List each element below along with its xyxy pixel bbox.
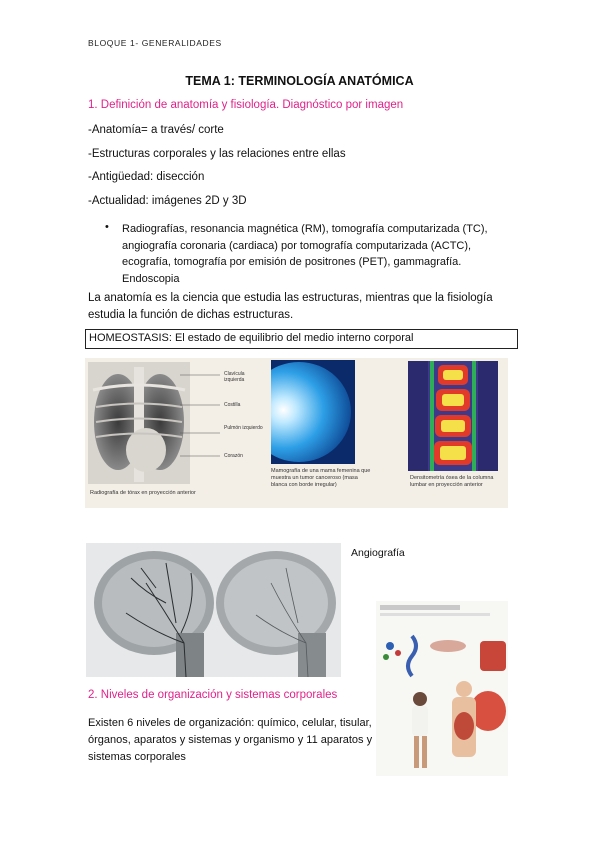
xray-caption: Radiografía de tórax en proyección anter…: [90, 490, 196, 496]
xray-label-lung: Pulmón izquierdo: [224, 425, 263, 431]
text-line-anatomy: -Anatomía= a través/ corte: [88, 124, 224, 136]
densitometry-caption: Densitometría ósea de la columna lumbar …: [410, 475, 494, 488]
angiography-label: Angiografía: [351, 547, 405, 559]
paragraph-organization-levels: Existen 6 niveles de organización: quími…: [88, 717, 373, 763]
bullet-imaging-techniques: Radiografías, resonancia magnética (RM),…: [122, 223, 488, 285]
homeostasis-box: HOMEOSTASIS: El estado de equilibrio del…: [85, 329, 518, 349]
bullet-dot: •: [105, 221, 109, 233]
xray-label-clavicle: Clavícula izquierda: [224, 371, 245, 383]
organization-levels-figure: [376, 601, 508, 776]
page-header: BLOQUE 1- GENERALIDADES: [88, 38, 222, 48]
section-heading-1: 1. Definición de anatomía y fisiología. …: [88, 99, 404, 111]
text-line-antiquity: -Antigüedad: disección: [88, 171, 205, 183]
page-title: TEMA 1: TERMINOLOGÍA ANATÓMICA: [185, 74, 414, 88]
mammography-caption: Mamografía de una mama femenina que mues…: [271, 468, 371, 488]
xray-label-rib: Costilla: [224, 402, 241, 408]
section-heading-2: 2. Niveles de organización y sistemas co…: [88, 689, 338, 701]
xray-label-heart: Corazón: [224, 453, 243, 459]
angiography-image: [86, 543, 341, 677]
chest-xray-image: [88, 362, 190, 484]
xray-leader-lines: [180, 374, 220, 457]
text-line-structures: -Estructuras corporales y las relaciones…: [88, 148, 346, 160]
bone-densitometry-image: [408, 361, 498, 471]
mammography-image: [271, 360, 355, 464]
paragraph-anatomy-physiology: La anatomía es la ciencia que estudia la…: [88, 292, 493, 321]
text-line-current: -Actualidad: imágenes 2D y 3D: [88, 195, 247, 207]
